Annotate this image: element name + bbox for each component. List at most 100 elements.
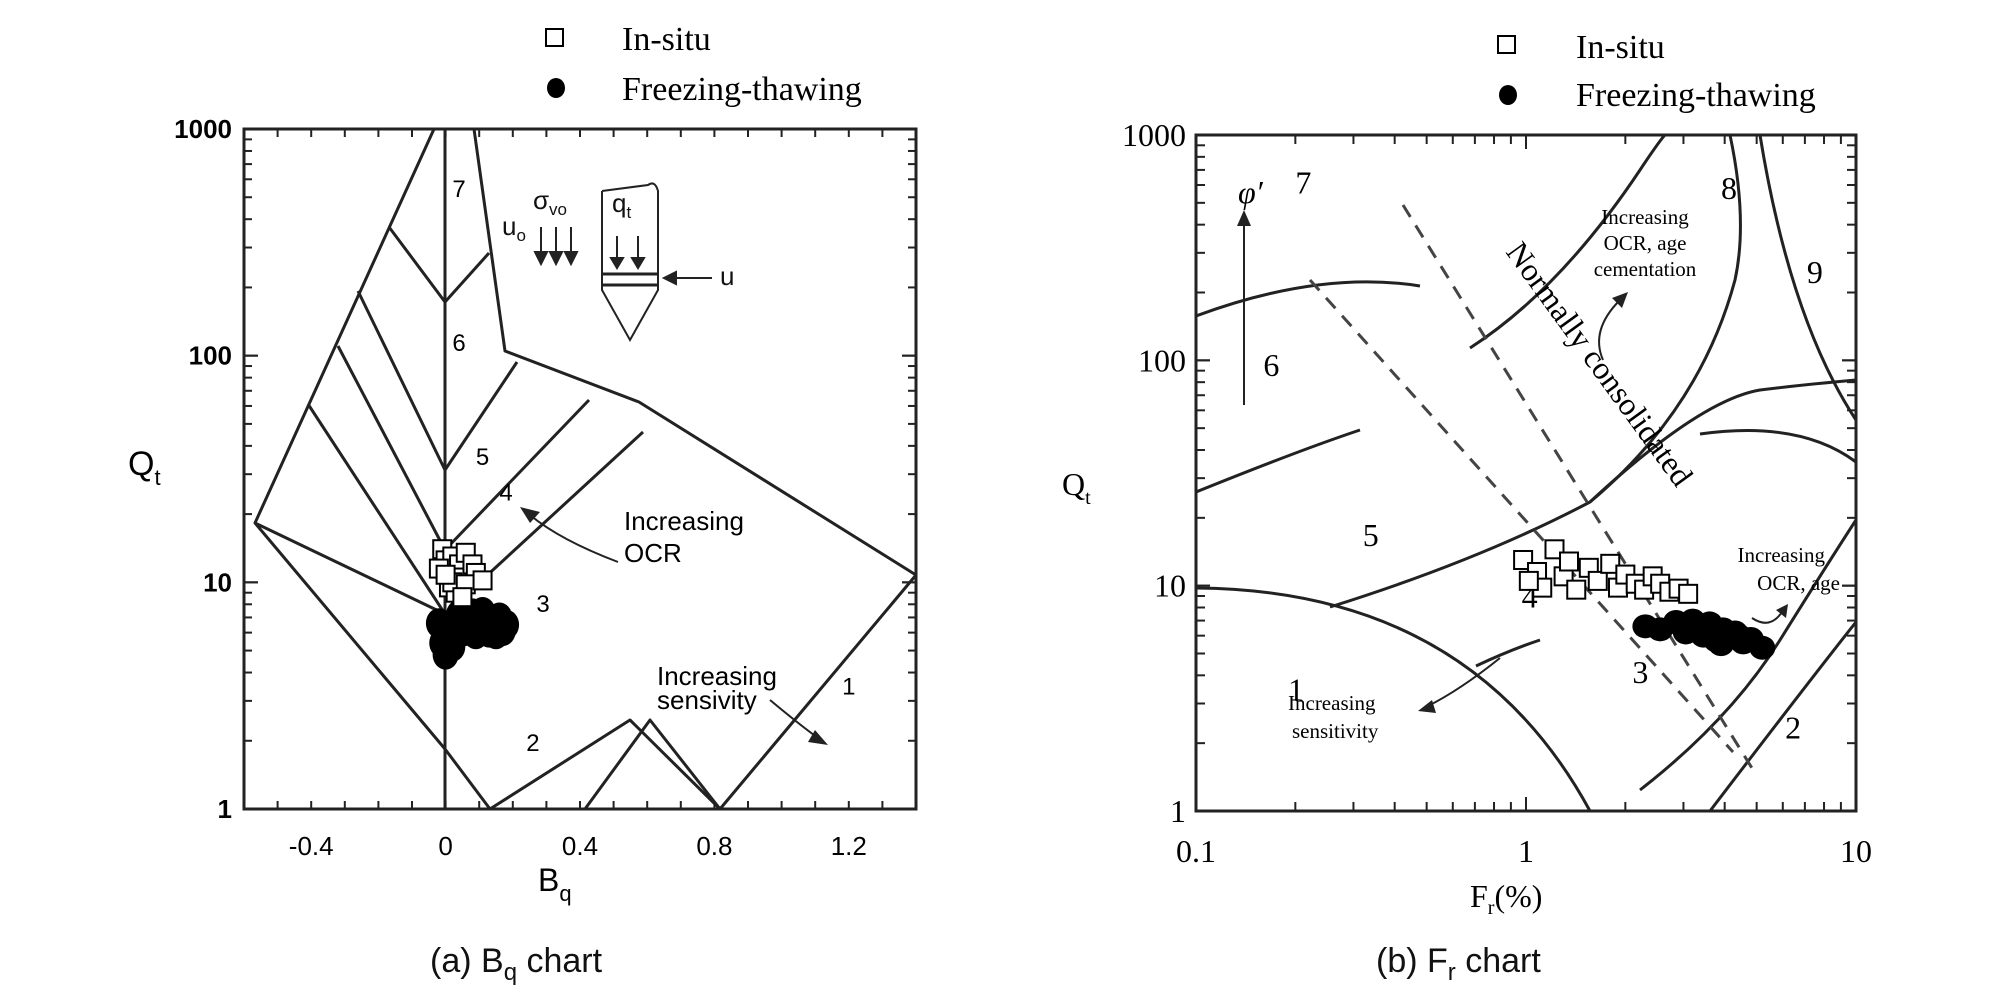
zone-label-3: 3 [1632, 654, 1648, 690]
arrow-head-sensitivity [1418, 700, 1436, 713]
annotation-increasing-sensivity-line2: sensivity [657, 685, 757, 715]
arrow-head-ocr-age [1776, 604, 1788, 618]
inset-sigma: σvo [533, 185, 567, 219]
x-tick-label-a: 0 [438, 831, 452, 861]
annotation-ocr-age-cementation-line1: Increasing [1601, 205, 1689, 229]
arrow-ocr-age [1751, 611, 1783, 624]
zone-line-2 [489, 718, 722, 811]
inset-u0: uo [502, 211, 526, 245]
y-tick-label-a: 1000 [174, 114, 232, 144]
annotation-increasing-ocr-line1: Increasing [624, 506, 744, 536]
in-situ-point [1587, 570, 1608, 591]
annotation-ocr-age-line2: OCR, age [1757, 571, 1840, 595]
cone-inset: uo σvo qt u [502, 182, 734, 343]
zone-label-7: 7 [452, 176, 465, 203]
annotation-ocr-age-line1: Increasing [1738, 543, 1826, 567]
zone-label-6: 6 [1263, 347, 1279, 383]
legend-marker-in-situ [545, 28, 564, 47]
zone-outline-left [253, 128, 492, 810]
legend-label-in-situ: In-situ [622, 21, 711, 58]
zone-boundaries-a [253, 128, 918, 811]
legend-label-freezing-thawing: Freezing-thawing [1576, 77, 1816, 114]
caption-b-suffix: chart [1455, 942, 1541, 980]
in-situ-point [1678, 583, 1699, 604]
zone-label-4: 4 [499, 479, 512, 506]
arrow-increasing-sensitivity [1427, 657, 1501, 707]
plot-frame-a [242, 127, 918, 811]
boundary-3-2 [1639, 519, 1856, 792]
y-tick-label-b: 1000 [1122, 117, 1186, 153]
annotation-ocr-age-cementation-line2: OCR, age [1604, 231, 1687, 255]
caption-b-sub: r [1447, 958, 1456, 986]
annotations-b: φ′ Increasing OCR, age cementation Incre… [1237, 174, 1840, 743]
arrow-head-sensivity [808, 730, 828, 745]
zone-line-6b [336, 345, 591, 552]
legend-a: In-situ Freezing-thawing [545, 21, 862, 108]
x-tick-label-b: 0.1 [1176, 833, 1216, 869]
boundary-8a [1469, 135, 1667, 350]
panel-b: In-situ Freezing-thawing Normally consol… [1000, 0, 2008, 999]
caption-b-text: (b) F [1376, 942, 1448, 980]
in-situ-point [435, 564, 456, 585]
tick-marks-b [1195, 134, 1857, 812]
in-situ-point [1544, 539, 1565, 560]
legend-marker-freezing-thawing [547, 78, 565, 98]
zone-label-5: 5 [1363, 517, 1379, 553]
boundary-4-5 [1196, 428, 1361, 494]
zone-label-3: 3 [536, 591, 549, 618]
arrow-increasing-ocr [529, 514, 619, 563]
boundary-3-6 [1196, 280, 1421, 318]
x-tick-label-a: 0.4 [562, 831, 598, 861]
fr-chart: In-situ Freezing-thawing Normally consol… [1062, 29, 1872, 919]
cone-body [601, 182, 659, 343]
x-tick-label-b: 10 [1840, 833, 1872, 869]
freezing-thawing-point [1749, 635, 1776, 660]
boundary-3-4 [1475, 638, 1541, 668]
boundary-8b [1588, 378, 1856, 504]
zone-label-8: 8 [1721, 170, 1737, 206]
legend-label-freezing-thawing: Freezing-thawing [622, 71, 862, 108]
zone-line-6a [356, 290, 519, 472]
freezing-thawing-point [469, 596, 496, 627]
zone-label-1: 1 [842, 673, 855, 700]
tick-marks-a [243, 128, 917, 810]
x-tick-label-a: -0.4 [289, 831, 334, 861]
zone-label-5: 5 [476, 444, 489, 471]
zone-line-4 [254, 521, 446, 616]
caption-a-suffix: chart [517, 942, 603, 980]
arrow-increasing-sensivity [769, 699, 819, 739]
zone-label-1: 1 [1288, 671, 1304, 707]
phi-label: φ′ [1238, 174, 1264, 210]
in-situ-point [452, 587, 473, 608]
normally-consolidated-band [1308, 204, 1757, 774]
inset-u: u [720, 261, 734, 291]
legend-label-in-situ: In-situ [1576, 29, 1665, 66]
boundary-1 [1196, 586, 1592, 811]
boundary-9b [1699, 429, 1856, 464]
y-tick-label-a: 1 [218, 794, 232, 824]
inset-qt: qt [612, 188, 631, 222]
annotations-a: Increasing OCR Increasing sensivity [520, 506, 828, 745]
boundary-9 [1758, 135, 1856, 421]
zone-label-6: 6 [452, 330, 465, 357]
caption-b: (b) Fr chart [1376, 942, 1541, 987]
arrow-head-ocr [520, 507, 540, 523]
annotation-increasing-sensitivity-line2: sensitivity [1292, 719, 1379, 743]
data-points-b [1513, 539, 1776, 660]
caption-a-text: (a) B [430, 942, 504, 980]
in-situ-point [472, 570, 493, 591]
boundary-5-4 [1329, 135, 1742, 609]
zone-label-7: 7 [1295, 165, 1311, 201]
arrow-head-ocr-age-cementation [1612, 292, 1628, 308]
annotation-increasing-sensivity-line1: Increasing [657, 661, 777, 691]
zone-boundaries-b [1196, 135, 1856, 811]
x-tick-label-b: 1 [1518, 833, 1534, 869]
legend-b: In-situ Freezing-thawing [1497, 29, 1816, 114]
annotation-increasing-ocr-line2: OCR [624, 538, 682, 568]
x-axis-label-a: Bq [538, 862, 572, 906]
y-tick-label-a: 100 [189, 341, 232, 371]
annotation-increasing-sensitivity-line1: Increasing [1288, 691, 1376, 715]
x-axis-label-b: Fr(%) [1470, 878, 1542, 919]
